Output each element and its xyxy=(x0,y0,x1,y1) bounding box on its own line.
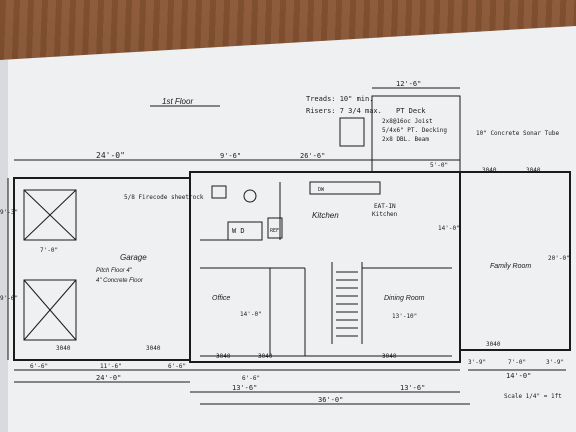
vanity xyxy=(211,185,227,199)
dim-bot-14: 14'-0" xyxy=(506,372,531,380)
dim-bot-6-6b: 6'-6" xyxy=(168,363,186,370)
garage-door-2-x2 xyxy=(23,279,77,341)
window-3040-c: 3040 xyxy=(216,353,231,360)
dim-top-5-0: 5'-0" xyxy=(430,162,448,169)
dim-bot-36: 36'-0" xyxy=(318,396,343,404)
firecode-note: 5/8 Firecode sheetrock xyxy=(124,194,204,201)
treads-note: Treads: 10" min. xyxy=(306,95,373,103)
label-wd: W D xyxy=(232,227,245,235)
dim-bot-6-6a: 6'-6" xyxy=(30,363,48,370)
label-ref: REF xyxy=(270,228,279,234)
sonotube-note: 10" Concrete Sonar Tube xyxy=(476,130,559,137)
dim-left-9-6: 9'-6" xyxy=(0,295,18,302)
window-3040-f: 3040 xyxy=(486,341,501,348)
deck-title: PT Deck xyxy=(396,107,426,115)
window-3040-d: 3040 xyxy=(258,353,273,360)
scale-note: Scale 1/4" = 1ft xyxy=(504,393,562,400)
window-3040-g: 3040 xyxy=(482,167,497,174)
dim-bot-11-6: 11'-6" xyxy=(100,363,122,370)
washer-dryer xyxy=(227,221,263,241)
risers-note: Risers: 7 3/4 max. xyxy=(306,107,382,115)
deck-line-1: 2x8@16oc Joist xyxy=(382,118,433,125)
dim-dining-13-10: 13'-10" xyxy=(392,313,417,320)
room-garage: Garage xyxy=(120,253,147,262)
deck-line-3: 2x8 DBL. Beam xyxy=(382,136,429,143)
deck-stairs xyxy=(339,117,365,147)
dim-top-24: 24'-0" xyxy=(96,151,125,160)
garage-door-1 xyxy=(23,189,77,241)
window-3040-h: 3040 xyxy=(526,167,541,174)
garage-note-2: 4" Concrete Floor xyxy=(96,278,144,284)
dim-top-9-6: 9'-6" xyxy=(220,152,241,160)
window-3040-e: 3040 xyxy=(382,353,397,360)
room-dining: Dining Room xyxy=(384,295,425,302)
dim-bot-13-6b: 13'-6" xyxy=(400,384,425,392)
floor-title: 1st Floor xyxy=(162,97,193,106)
dim-bot-7-0: 7'-0" xyxy=(508,359,526,366)
dim-top-12-6: 12'-6" xyxy=(396,80,421,88)
family-room-outline xyxy=(459,171,571,351)
room-eatin-2: Kitchen xyxy=(372,211,398,218)
window-3040-b: 3040 xyxy=(146,345,161,352)
room-kitchen: Kitchen xyxy=(312,211,339,220)
paper-sheet xyxy=(0,26,576,432)
garage-note-1: Pitch Floor 4" xyxy=(96,268,133,274)
label-dw: DW xyxy=(318,187,325,193)
dim-bot-3-9b: 3'-9" xyxy=(546,359,564,366)
paper-shadow xyxy=(0,60,8,432)
ref-box xyxy=(267,217,283,239)
garage-door-2 xyxy=(23,279,77,341)
dim-top-26-6: 26'-6" xyxy=(300,152,325,160)
dim-bot-13-6a: 13'-6" xyxy=(232,384,257,392)
room-eatin-1: EAT-IN xyxy=(374,203,396,210)
toilet xyxy=(243,189,257,203)
dim-bot-6-6c: 6'-6" xyxy=(242,375,260,382)
dim-office-14: 14'-0" xyxy=(240,311,262,318)
deck-line-2: 5/4x6" PT. Decking xyxy=(382,127,447,134)
room-office: Office xyxy=(212,295,230,302)
deck-outline xyxy=(371,95,461,173)
dim-family-20: 20'-0" xyxy=(548,255,570,262)
dim-bot-3-9a: 3'-9" xyxy=(468,359,486,366)
dim-left-7-0: 7'-0" xyxy=(40,247,58,254)
dim-bot-24: 24'-0" xyxy=(96,374,121,382)
room-family: Family Room xyxy=(490,263,531,270)
stair-treads xyxy=(336,271,358,337)
garage-door-1-x2 xyxy=(23,189,77,241)
dim-left-9-3: 9'-3" xyxy=(0,209,18,216)
counter-top xyxy=(309,181,381,195)
window-3040-a: 3040 xyxy=(56,345,71,352)
dim-kitchen-14: 14'-0" xyxy=(438,225,460,232)
